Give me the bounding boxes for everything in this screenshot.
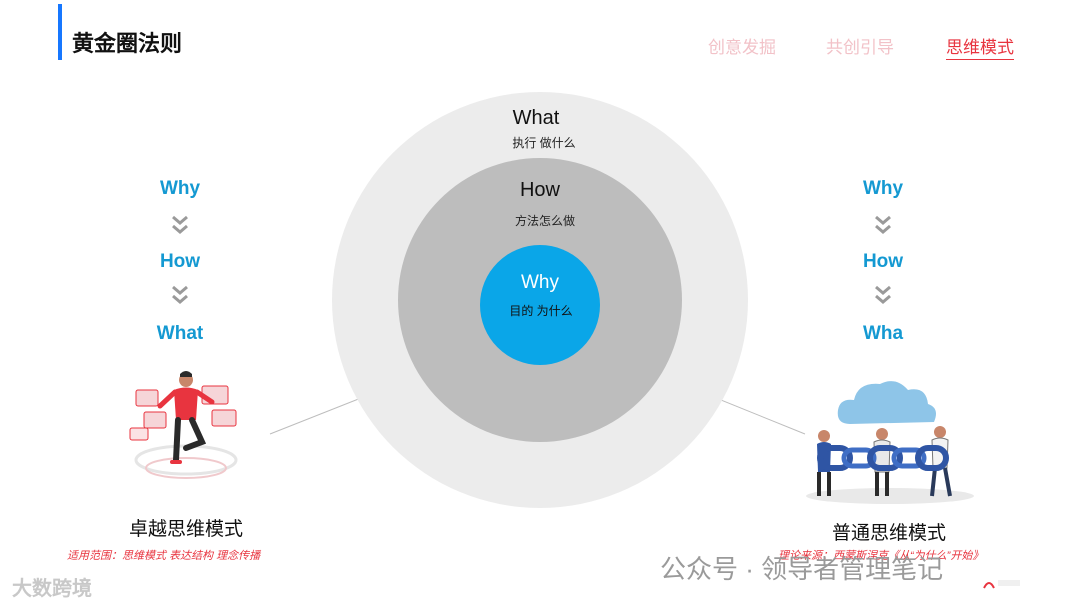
inner-circle-label: Why bbox=[521, 272, 559, 294]
left-step-what: What bbox=[157, 323, 203, 345]
right-chevron-down-icon-1 bbox=[874, 214, 892, 236]
right-step-how: How bbox=[863, 251, 903, 273]
people-holding-chain-illustration bbox=[800, 372, 980, 506]
brand-logo-icon bbox=[982, 576, 1022, 590]
outer-circle-sublabel: 执行 做什么 bbox=[512, 134, 575, 151]
middle-circle-sublabel: 方法怎么做 bbox=[515, 212, 575, 229]
person-with-screens-illustration bbox=[126, 368, 246, 496]
left-caption: 卓越思维模式 bbox=[129, 514, 243, 541]
right-step-what: Wha bbox=[863, 323, 903, 345]
left-step-why: Why bbox=[160, 178, 200, 200]
inner-circle-sublabel: 目的 为什么 bbox=[509, 302, 572, 319]
left-chevron-down-icon-1 bbox=[171, 214, 189, 236]
left-note: 适用范围：思维模式 表达结构 理念传播 bbox=[67, 547, 260, 563]
watermark-left: 大数跨境 bbox=[12, 572, 92, 601]
left-step-how: How bbox=[160, 251, 200, 273]
left-chevron-down-icon-2 bbox=[171, 284, 189, 306]
watermark-right: 公众号 · 领导者管理笔记 bbox=[660, 549, 943, 586]
right-step-why: Why bbox=[863, 178, 903, 200]
right-caption: 普通思维模式 bbox=[832, 518, 946, 545]
middle-circle-label: How bbox=[520, 179, 560, 202]
outer-circle-label: What bbox=[513, 107, 560, 130]
right-chevron-down-icon-2 bbox=[874, 284, 892, 306]
